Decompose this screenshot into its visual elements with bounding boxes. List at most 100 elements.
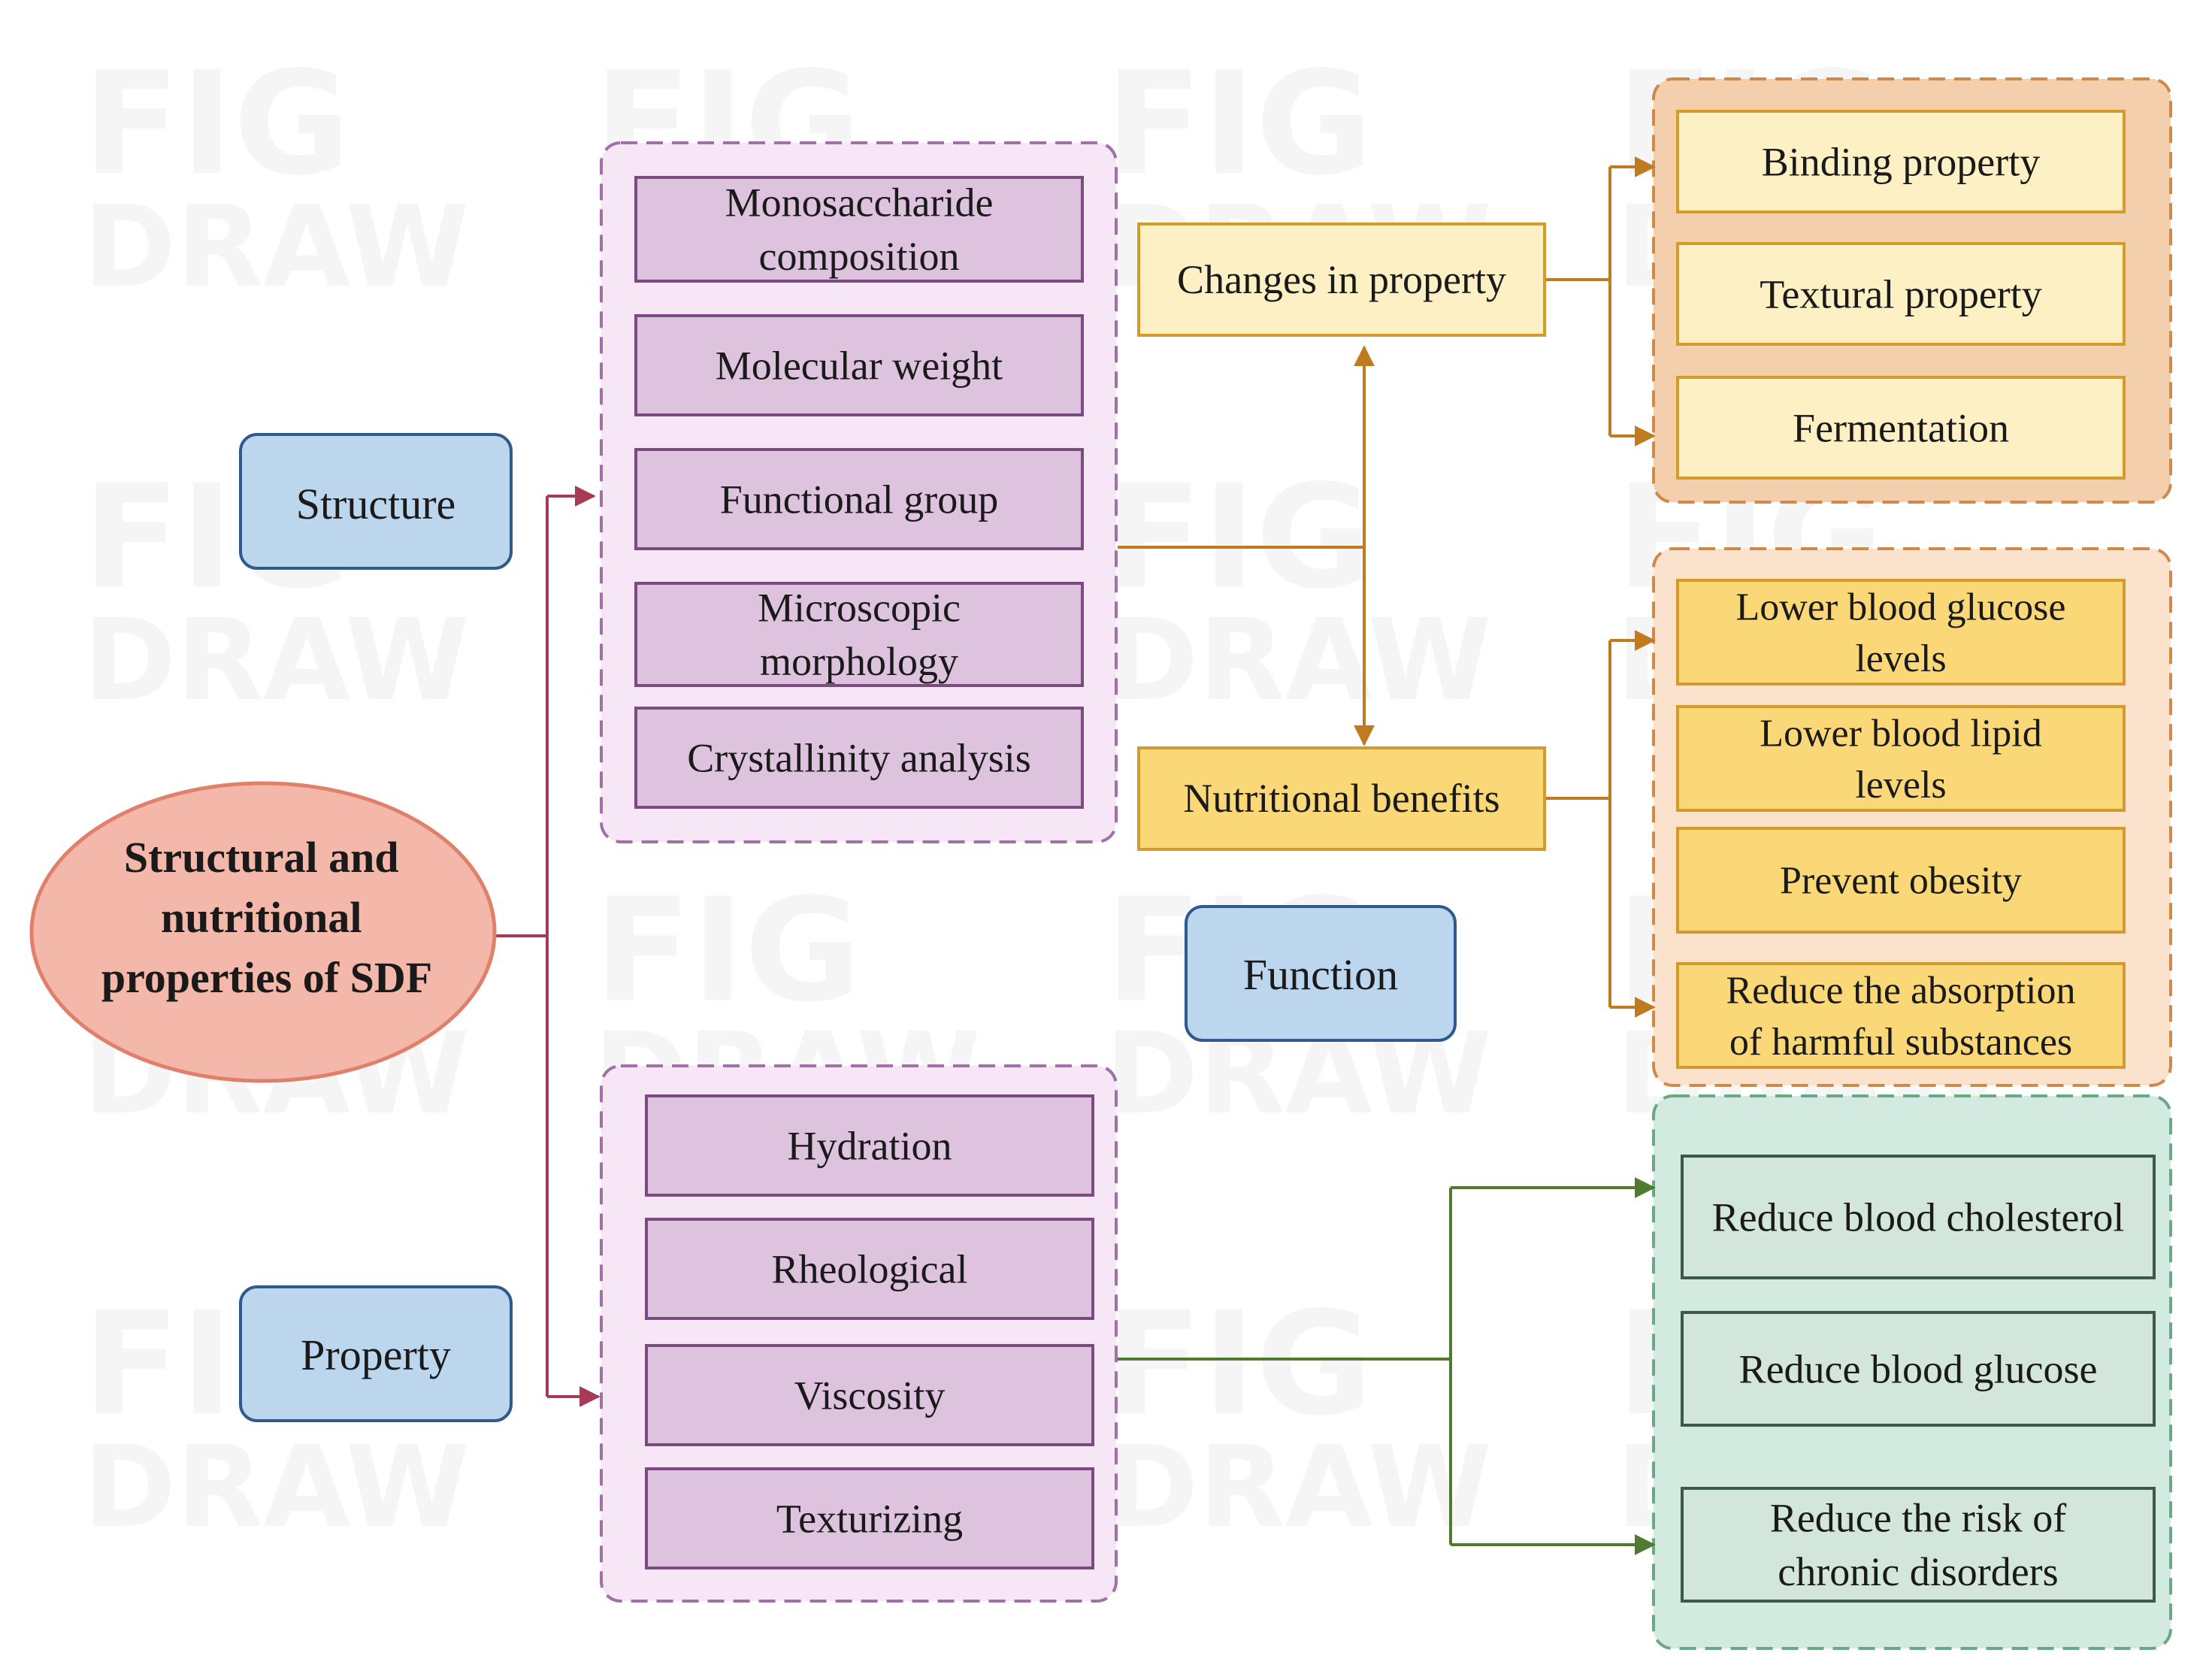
nutritional-benefits-node: Nutritional benefits (1137, 746, 1546, 851)
effect-item-line: Reduce blood cholesterol (1712, 1194, 2125, 1240)
structure-item: Molecular weight (634, 314, 1084, 416)
changes-item: Textural property (1676, 242, 2126, 346)
property-item: Hydration (645, 1094, 1094, 1197)
structure-item-box (634, 707, 1084, 809)
effect-item-line: chronic disorders (1778, 1549, 2058, 1594)
structure-branch-label: Structure (296, 480, 456, 528)
property-item-label: Viscosity (794, 1373, 946, 1418)
changes-item-label: Fermentation (1793, 405, 2009, 450)
nutrition-item: Reduce the absorption of harmful substanc… (1676, 962, 2126, 1069)
property-item-line: Hydration (788, 1123, 952, 1168)
structure-to-function-connectors (1118, 345, 1375, 746)
property-branch-box (239, 1285, 513, 1422)
effect-item-line: Reduce the risk of (1770, 1496, 2066, 1541)
structure-item-label: Microscopic morphology (758, 586, 961, 684)
effect-item-label: Reduce blood glucose (1739, 1346, 2098, 1391)
property-item-box (645, 1094, 1094, 1197)
structure-item: Crystallinity analysis (634, 707, 1084, 809)
structure-item-line: Crystallinity analysis (687, 735, 1030, 780)
property-item-line: Rheological (772, 1246, 968, 1291)
property-branch-label: Property (301, 1330, 451, 1379)
structure-item-label: Crystallinity analysis (687, 735, 1030, 780)
nutrition-item-box (1676, 962, 2126, 1069)
watermark-mark: DRAW (83, 595, 470, 726)
nutrition-item: Lower blood lipid levels (1676, 705, 2126, 812)
structure-item-label: Monosaccharide composition (725, 180, 994, 279)
effect-item-box (1681, 1311, 2156, 1427)
property-item: Rheological (645, 1218, 1094, 1320)
structure-item-line: composition (759, 234, 960, 279)
root-label-line: properties of SDF (101, 953, 432, 1002)
nutrition-item-line: levels (1855, 764, 1946, 807)
property-item-box (645, 1218, 1094, 1320)
property-item: Texturizing (645, 1467, 1094, 1570)
structure-item-label: Functional group (720, 477, 998, 522)
function-branch-box (1185, 905, 1457, 1042)
structure-item: Functional group (634, 448, 1084, 550)
structure-item: Monosaccharide composition (634, 176, 1084, 283)
nutrition-item-line: Prevent obesity (1780, 860, 2022, 903)
structure-item: Microscopic morphology (634, 582, 1084, 687)
changes-in-property-label: Changes in property (1177, 257, 1506, 302)
structure-item-line: Monosaccharide (725, 180, 994, 226)
structure-item-line: Functional group (720, 477, 998, 522)
structure-item-box (634, 176, 1084, 283)
changes-item: Binding property (1676, 110, 2126, 213)
nutrition-item-line: Lower blood glucose (1735, 586, 2065, 628)
nutrition-item-label: Lower blood glucose levels (1735, 586, 2065, 680)
structure-item-box (634, 314, 1084, 416)
property-item-box (645, 1344, 1094, 1446)
changes-item: Fermentation (1676, 376, 2126, 480)
root-connectors (492, 486, 601, 1407)
changes-item-line: Binding property (1762, 139, 2040, 184)
effect-item-box (1681, 1155, 2156, 1279)
nutrition-item-label: Lower blood lipid levels (1760, 712, 2042, 807)
changes-connectors (1546, 156, 1656, 446)
property-item: Viscosity (645, 1344, 1094, 1446)
changes-item-box (1676, 376, 2126, 480)
effect-item-line: Reduce blood glucose (1739, 1346, 2098, 1391)
nutrition-item-line: levels (1855, 637, 1946, 680)
effect-item-label: Reduce the risk of chronic disorders (1770, 1496, 2066, 1594)
watermark-mark: DRAW (83, 1422, 470, 1553)
root-ellipse (29, 781, 497, 1083)
changes-item-box (1676, 110, 2126, 213)
effect-item-label: Reduce blood cholesterol (1712, 1194, 2125, 1240)
effect-item-box (1681, 1487, 2156, 1603)
effect-item: Reduce blood glucose (1681, 1311, 2156, 1427)
function-branch: Function (1185, 905, 1457, 1042)
nutrition-item-box (1676, 827, 2126, 934)
root-label-line: nutritional (161, 893, 362, 942)
changes-item-line: Textural property (1760, 271, 2042, 316)
watermark-mark: DRAW (1105, 595, 1492, 726)
nutrition-item: Lower blood glucose levels (1676, 579, 2126, 686)
structure-item-line: Microscopic (758, 586, 961, 631)
function-branch-label: Function (1243, 950, 1398, 999)
root-label: Structural and nutritional properties of… (101, 833, 432, 1002)
property-item-label: Texturizing (776, 1496, 963, 1541)
nutrition-item-line: Lower blood lipid (1760, 712, 2042, 755)
structure-item-line: morphology (760, 639, 958, 684)
nutritional-benefits-label: Nutritional benefits (1183, 776, 1499, 821)
nutrition-item-line: of harmful substances (1729, 1021, 2072, 1064)
root-label-line: Structural and (124, 833, 399, 882)
property-to-effects-connectors (1118, 1177, 1656, 1555)
changes-item-label: Textural property (1760, 271, 2042, 316)
effect-item: Reduce blood cholesterol (1681, 1155, 2156, 1279)
nutrition-item-label: Reduce the absorption of harmful substanc… (1726, 969, 2076, 1064)
nutrition-item: Prevent obesity (1676, 827, 2126, 934)
changes-in-property-node: Changes in property (1137, 222, 1546, 337)
nutritional-benefits-box (1137, 746, 1546, 851)
property-item-label: Rheological (772, 1246, 968, 1291)
nutrition-item-label: Prevent obesity (1780, 860, 2022, 903)
property-branch: Property (239, 1285, 513, 1422)
property-item-line: Texturizing (776, 1496, 963, 1541)
nutrition-item-box (1676, 579, 2126, 686)
nutrition-item-line: Reduce the absorption (1726, 969, 2076, 1012)
structure-item-box (634, 582, 1084, 687)
